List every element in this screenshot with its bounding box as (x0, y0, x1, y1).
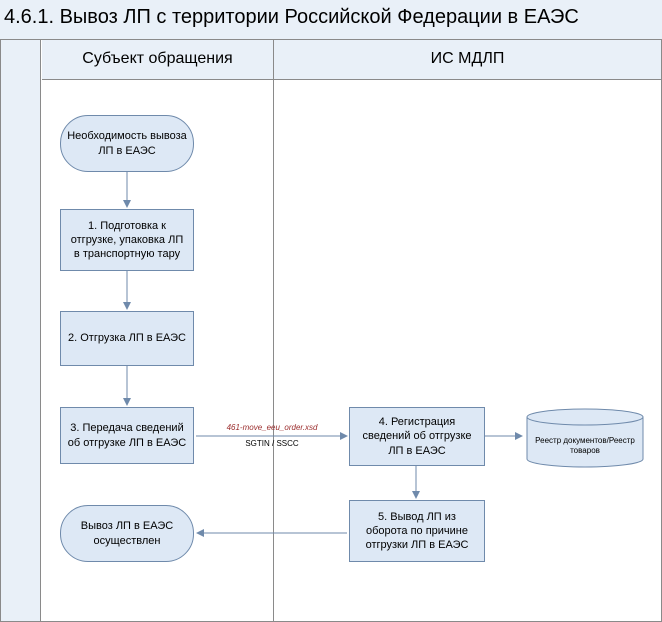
step-3-box: 3. Передача сведений об отгрузке ЛП в ЕА… (60, 407, 194, 464)
side-strip (1, 40, 41, 621)
step-2-label: 2. Отгрузка ЛП в ЕАЭС (68, 332, 186, 345)
end-terminator: Вывоз ЛП в ЕАЭС осуществлен (60, 505, 194, 562)
step-4-label: 4. Регистрация сведений об отгрузке ЛП в… (362, 416, 472, 457)
step-5-label: 5. Вывод ЛП из оборота по причине отгруз… (365, 510, 469, 552)
step-5-box: 5. Вывод ЛП из оборота по причине отгруз… (349, 500, 485, 562)
step-2-box: 2. Отгрузка ЛП в ЕАЭС (60, 311, 194, 366)
step-4-box: 4. Регистрация сведений об отгрузке ЛП в… (349, 407, 485, 466)
lane-divider (273, 40, 274, 621)
start-terminator-label: Необходимость вывоза ЛП в ЕАЭС (67, 130, 187, 157)
start-terminator: Необходимость вывоза ЛП в ЕАЭС (60, 115, 194, 172)
xsd-label: 461-move_eeu_order.xsd (226, 423, 318, 432)
lane-header-subject: Субъект обращения (42, 40, 273, 80)
registry-label: Реестр документов/Реестр товаров (535, 436, 635, 455)
title-bar: 4.6.1. Вывоз ЛП с территории Российской … (0, 0, 662, 40)
step-3-label: 3. Передача сведений об отгрузке ЛП в ЕА… (67, 422, 187, 449)
end-terminator-label: Вывоз ЛП в ЕАЭС осуществлен (80, 520, 174, 547)
database-registry-icon (526, 408, 644, 468)
step-1-box: 1. Подготовка к отгрузке, упаковка ЛП в … (60, 209, 194, 271)
step-1-label: 1. Подготовка к отгрузке, упаковка ЛП в … (70, 219, 184, 261)
codes-label: SGTIN / SSCC (245, 439, 299, 448)
lane-header-system: ИС МДЛП (274, 40, 661, 80)
page-title: 4.6.1. Вывоз ЛП с территории Российской … (4, 6, 579, 28)
